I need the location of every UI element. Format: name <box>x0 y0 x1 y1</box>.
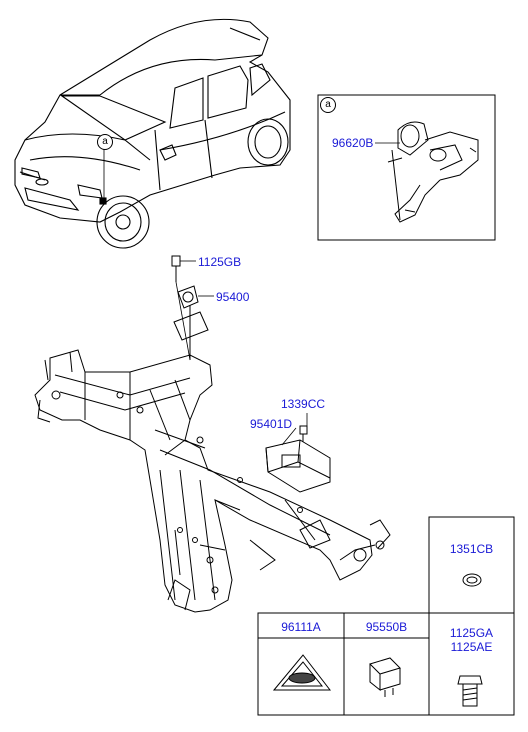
screw <box>299 425 308 442</box>
table-header-col3a: 1125GA <box>449 626 494 640</box>
part-label-bolt-top: 1125GB <box>198 255 242 269</box>
table-header-col3b: 1125AE <box>450 640 493 654</box>
part-label-detail: 96620B <box>332 136 374 150</box>
part-label-bracket-top: 95400 <box>216 290 250 304</box>
bolt <box>457 675 483 707</box>
part-label-screw: 1339CC <box>281 397 326 411</box>
part-label-module: 95401D <box>250 417 293 431</box>
car-callout-marker: a <box>97 134 113 150</box>
parts-table <box>257 516 515 716</box>
warning-label <box>272 654 332 691</box>
upper-bracket <box>173 285 209 360</box>
crossmember-frame <box>34 349 391 613</box>
detail-callout-marker: a <box>320 97 336 113</box>
upper-bolt <box>171 255 181 282</box>
car-illustration <box>14 18 291 249</box>
table-header-col2: 95550B <box>365 620 408 634</box>
table-header-col1: 96111A <box>281 620 321 634</box>
control-module <box>265 439 331 493</box>
table-header-side: 1351CB <box>449 542 494 556</box>
relay <box>369 657 401 697</box>
bracket-assembly <box>387 121 479 223</box>
detail-box <box>317 94 496 241</box>
washer <box>462 573 482 587</box>
